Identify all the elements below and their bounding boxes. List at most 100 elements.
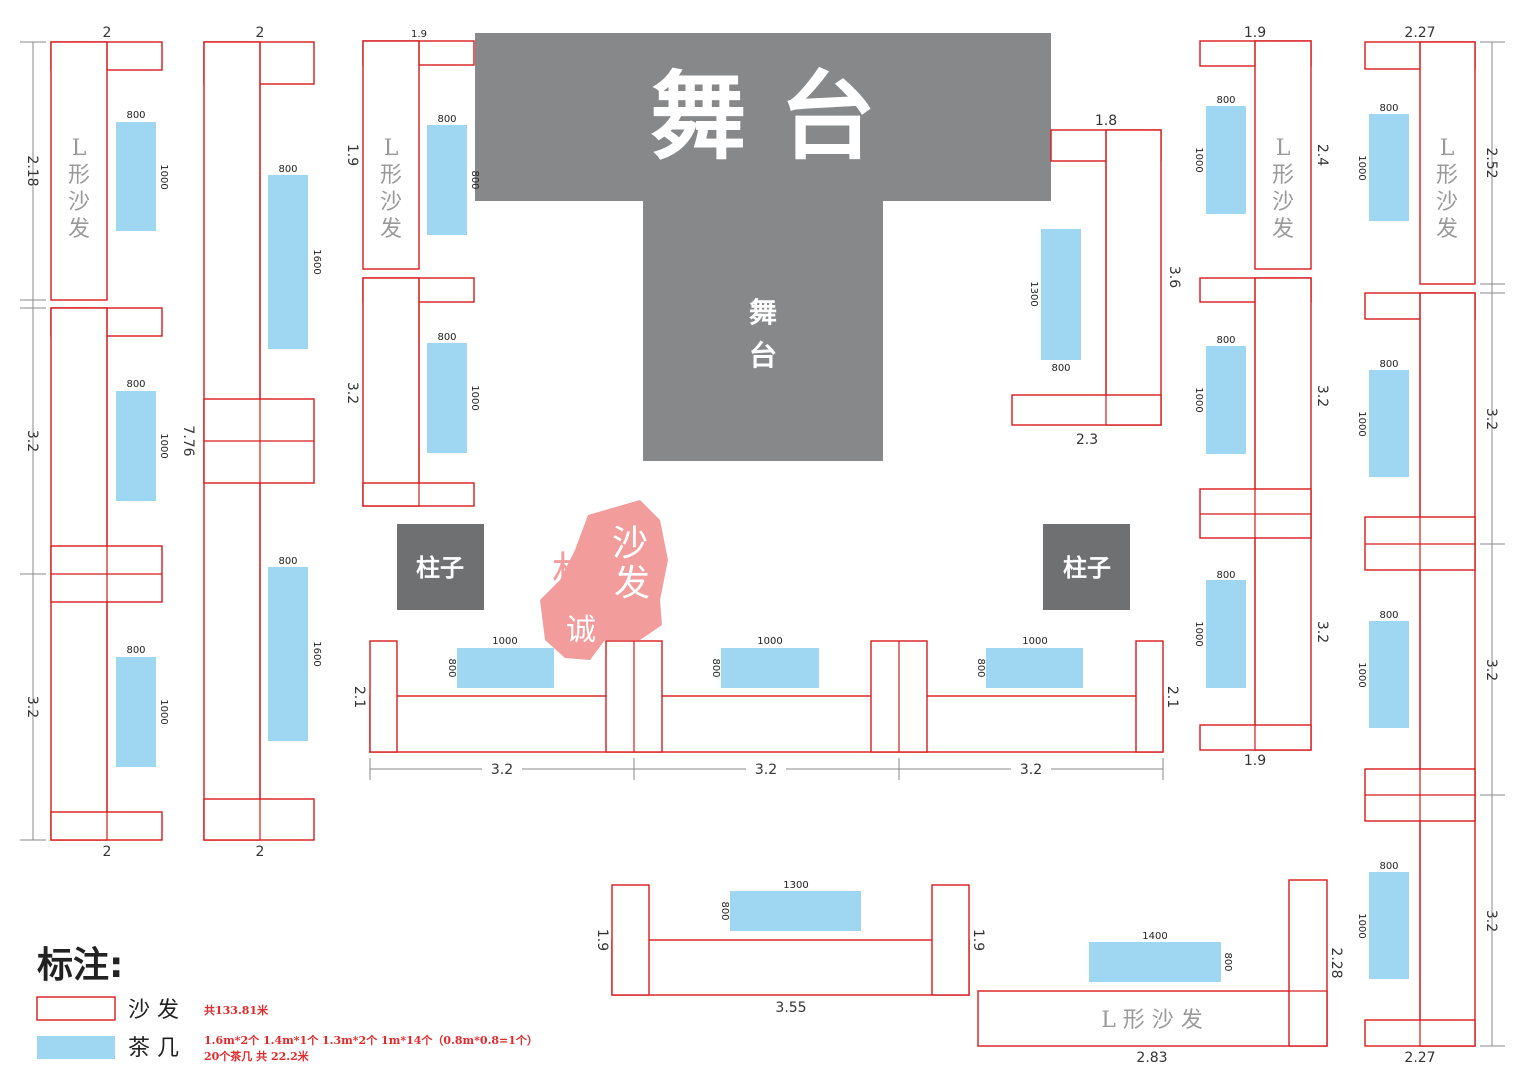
table-label-800: 800 [1379,610,1398,621]
dim-c1-h3: 3.2 [24,696,40,718]
dim-c5-h3: 3.2 [1483,659,1499,681]
table-label-800: 800 [446,658,457,677]
table-label-800: 800 [126,110,145,121]
table-label-800: 800 [719,901,730,920]
table-label-800: 800 [469,170,480,189]
dim-row-w1: 3.2 [491,762,513,778]
lsofa-4-char-2: 形 [1272,163,1294,188]
table-label-1000: 1000 [1356,155,1367,180]
lsofa-1-char-4: 发 [68,217,90,242]
table-label-800: 800 [1216,570,1235,581]
stage-sub-top: 舞 [749,296,777,329]
table-label-1000: 1000 [757,636,782,647]
legend-title: 标注: [37,945,123,986]
table-label-800: 800 [437,114,456,125]
table-label-800: 800 [1216,335,1235,346]
legend-sofa-swatch [36,996,116,1021]
table-label-1000: 1000 [1356,913,1367,938]
middle-sofa-row: 1000 800 1000 800 1000 800 2.1 2.1 3.2 3… [351,636,1180,780]
table-label-800: 800 [1379,103,1398,114]
table-label-1600: 1600 [311,641,322,666]
table-label-1000: 1000 [469,385,480,410]
pillar-right: 柱子 [1043,524,1130,610]
dim-c1-h1: 2.18 [24,155,40,186]
table-label-1000: 1000 [1193,147,1204,172]
pillar-left: 柱子 [397,524,484,610]
table-label-1000: 1000 [1356,662,1367,687]
dim-r1-bottom: 2.3 [1076,432,1098,448]
legend-sofa-note: 共133.81米 [204,1003,269,1017]
legend-table-label: 茶 几 [128,1036,179,1061]
watermark-right-mid: 发 [614,563,650,604]
table-label-1300: 1300 [783,880,808,891]
lsofa-5-char-4: 发 [1436,217,1458,242]
right-sofa-column-5: L 形 沙 发 2.27 2.27 2.52 3.2 3.2 3.2 800 1… [1356,25,1505,1066]
stage-title: 舞 台 [650,60,875,173]
lsofa-3-char-2: 形 [380,163,402,188]
legend-table-swatch [37,1036,115,1059]
dim-b2-h: 2.28 [1328,947,1344,978]
table-label-800: 800 [278,556,297,567]
dim-c1-top: 2 [103,25,112,41]
lsofa-3-char-1: L [384,136,399,161]
pillar-right-label: 柱子 [1063,553,1111,582]
dim-c4-h1: 2.4 [1314,144,1330,166]
lsofa-3-char-3: 沙 [380,190,402,215]
dim-c5-h2: 3.2 [1483,408,1499,430]
stage: 舞 台 舞 台 [475,33,1051,461]
table-label-800: 800 [1216,95,1235,106]
dim-c5-h4: 3.2 [1483,910,1499,932]
dim-b1-w: 3.55 [775,1000,806,1016]
dim-row-w3: 3.2 [1020,762,1042,778]
lsofa-4-char-1: L [1276,136,1291,161]
legend: 标注: 沙 发 共133.81米 茶 几 1.6m*2个 1.4m*1个 1.3… [36,945,538,1063]
dim-c4-top: 1.9 [1244,25,1266,41]
table-label-1000: 1000 [1193,621,1204,646]
table-label-1000: 1000 [1193,387,1204,412]
dim-c3-h1: 1.9 [344,144,360,166]
table-label-1600: 1600 [311,249,322,274]
left-sofa-column-2: 2 2 7.76 800 1600 800 1600 [180,25,322,860]
table-label-1000: 1000 [1022,636,1047,647]
table-label-800: 800 [278,164,297,175]
dim-c4-h3: 3.2 [1314,621,1330,643]
dim-row-w2: 3.2 [755,762,777,778]
watermark-seal: 林 沙 发 诚 [540,500,668,660]
sofa-right-of-stage: 1.8 2.3 3.6 1300 800 [1011,113,1182,448]
legend-sofa-label: 沙 发 [128,998,179,1023]
table-label-800: 800 [1379,861,1398,872]
table-label-800: 800 [1051,363,1070,374]
dim-c5-top: 2.27 [1404,25,1435,41]
table-label-800: 800 [975,658,986,677]
table-label-1000: 1000 [158,699,169,724]
bottom-center-sofa: 1300 800 3.55 1.9 1.9 [594,880,986,1016]
table-label-1000: 1000 [158,433,169,458]
dim-c4-bottom: 1.9 [1244,753,1266,769]
lsofa-5-char-2: 形 [1436,163,1458,188]
dim-b2-w: 2.83 [1136,1050,1167,1066]
table-label-1400: 1400 [1142,931,1167,942]
table-label-800: 800 [126,645,145,656]
stage-sub-bottom: 台 [749,339,777,372]
dim-c2-top: 2 [256,25,265,41]
dim-c1-bottom: 2 [103,844,112,860]
watermark-bottom: 诚 [566,613,596,648]
legend-table-note-1: 1.6m*2个 1.4m*1个 1.3m*2个 1m*14个（0.8m*0.8=… [204,1033,538,1047]
left-sofa-column-1: L 形 沙 发 2 2 2.18 3.2 3.2 800 1000 800 10… [20,25,169,860]
dim-b1-h-right: 1.9 [970,929,986,951]
lsofa-3-char-4: 发 [380,217,402,242]
dim-c1-h2: 3.2 [24,430,40,452]
table-label-1000: 1000 [492,636,517,647]
table-label-800: 800 [1222,952,1233,971]
dim-c4-h2: 3.2 [1314,385,1330,407]
lsofa-5-char-3: 沙 [1436,190,1458,215]
lsofa-1-char-1: L [72,136,87,161]
table-label-1000: 1000 [1356,411,1367,436]
dim-c2-bottom: 2 [256,844,265,860]
lsofa-bottom-label: L 形 沙 发 [1101,1008,1203,1033]
table-label-1000: 1000 [158,164,169,189]
dim-c3-top: 1.9 [411,29,427,40]
table-label-800: 800 [437,332,456,343]
table-label-800: 800 [126,379,145,390]
dim-c3-h2: 3.2 [344,382,360,404]
